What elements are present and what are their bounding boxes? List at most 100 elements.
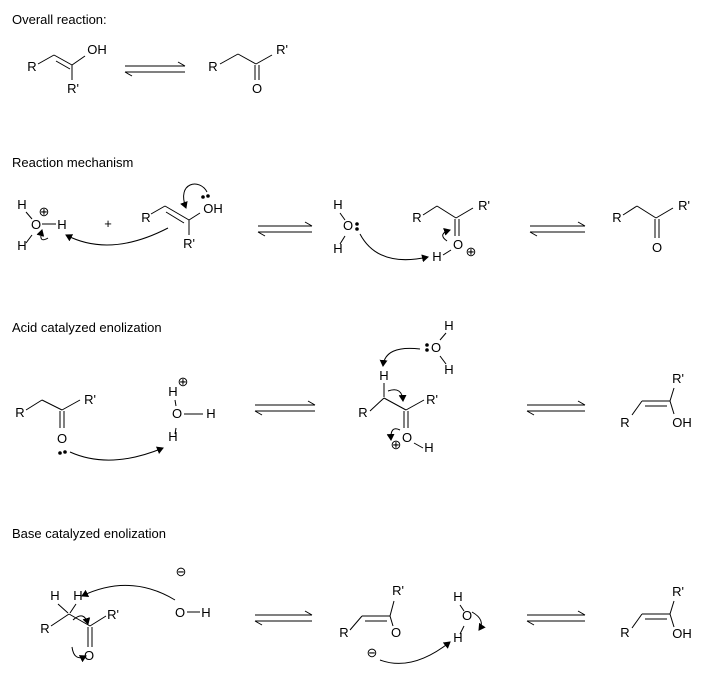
equilibrium-arrow <box>526 400 586 416</box>
bond <box>405 399 425 411</box>
bond <box>631 613 643 629</box>
bond <box>389 615 394 627</box>
bond <box>53 54 73 66</box>
atom-r-prime: R' <box>392 583 404 598</box>
equilibrium-arrow <box>526 610 586 626</box>
bond <box>41 399 63 411</box>
atom-o: O <box>462 608 472 623</box>
curved-arrow <box>386 428 401 441</box>
atom-o: O <box>31 217 41 232</box>
bond <box>237 53 257 65</box>
heading-overall-reaction: Overall reaction: <box>12 12 107 27</box>
positive-charge: ⊕ <box>39 204 50 219</box>
lone-pair-dots <box>425 343 429 352</box>
atom-h: H <box>424 440 433 455</box>
atom-h: H <box>168 429 177 444</box>
bond <box>389 600 395 617</box>
arrows <box>36 61 586 664</box>
atom-h: H <box>379 368 388 383</box>
atom-h: H <box>17 238 26 253</box>
atom-r: R <box>40 621 49 636</box>
atom-o: O <box>652 240 662 255</box>
atom-h: H <box>73 588 82 603</box>
bond <box>622 205 638 216</box>
equilibrium-arrow <box>254 400 316 416</box>
equilibrium-arrow <box>254 610 313 626</box>
atom-r-prime: R' <box>678 198 690 213</box>
bond <box>669 600 675 615</box>
bond <box>57 603 69 614</box>
bond <box>455 207 474 219</box>
atom-h: H <box>17 197 26 212</box>
bond <box>655 207 674 219</box>
negative-charge: ⊖ <box>176 564 187 579</box>
equilibrium-arrow <box>529 221 586 237</box>
atom-o: O <box>175 605 185 620</box>
atom-oh: OH <box>87 42 107 57</box>
atom-h: H <box>333 241 342 256</box>
atom-h: H <box>201 605 210 620</box>
bond <box>25 211 33 220</box>
bond <box>37 54 55 65</box>
bond <box>439 332 447 341</box>
atom-r: R <box>208 59 217 74</box>
curved-arrow <box>36 229 49 241</box>
atom-r-prime: R' <box>84 392 96 407</box>
atom-h: H <box>168 384 177 399</box>
atom-r: R <box>358 405 367 420</box>
bonds <box>25 53 675 647</box>
atom-r: R <box>412 210 421 225</box>
atom-o: O <box>84 648 94 663</box>
bond <box>436 205 457 219</box>
equilibrium-arrow <box>257 221 313 237</box>
bond <box>339 212 346 221</box>
bond <box>89 615 107 627</box>
bond <box>25 399 43 411</box>
bond <box>50 613 70 627</box>
atom-o: O <box>402 430 412 445</box>
atom-o: O <box>391 625 401 640</box>
atom-h: H <box>206 406 215 421</box>
curved-arrow <box>379 641 451 664</box>
bond <box>669 387 675 402</box>
plus-sign: + <box>104 216 112 231</box>
curved-arrow <box>72 615 91 625</box>
bond <box>188 212 201 221</box>
atom-r-prime: R' <box>183 236 195 251</box>
atom-r: R <box>620 415 629 430</box>
atom-h: H <box>444 318 453 333</box>
bond <box>339 235 346 245</box>
bond <box>174 399 177 407</box>
bond <box>422 205 438 216</box>
lone-pair-dots <box>201 194 210 199</box>
atom-r-prime: R' <box>478 198 490 213</box>
atom-o: O <box>343 218 353 233</box>
bond <box>413 442 424 449</box>
atom-r: R <box>620 625 629 640</box>
atom-r-prime: R' <box>67 81 79 96</box>
atom-o: O <box>252 81 262 96</box>
lone-pair-dots <box>355 222 359 231</box>
bond <box>164 205 190 221</box>
bond <box>61 399 81 411</box>
atom-o: O <box>453 237 463 252</box>
atom-r-prime: R' <box>672 584 684 599</box>
bond <box>150 205 166 215</box>
bond <box>69 603 77 614</box>
curved-arrow <box>471 611 486 631</box>
positive-charge: ⊕ <box>178 374 189 389</box>
atom-r: R <box>15 405 24 420</box>
bond <box>442 249 452 256</box>
lone-pair-dots <box>58 450 67 455</box>
heading-reaction-mechanism: Reaction mechanism <box>12 155 133 170</box>
negative-charge: ⊖ <box>367 645 378 660</box>
curved-arrow <box>81 584 176 601</box>
atom-r: R <box>612 210 621 225</box>
atom-oh: OH <box>203 201 223 216</box>
bond <box>439 355 447 365</box>
curved-arrow <box>69 446 164 461</box>
bond <box>459 625 465 635</box>
atom-h: H <box>50 588 59 603</box>
